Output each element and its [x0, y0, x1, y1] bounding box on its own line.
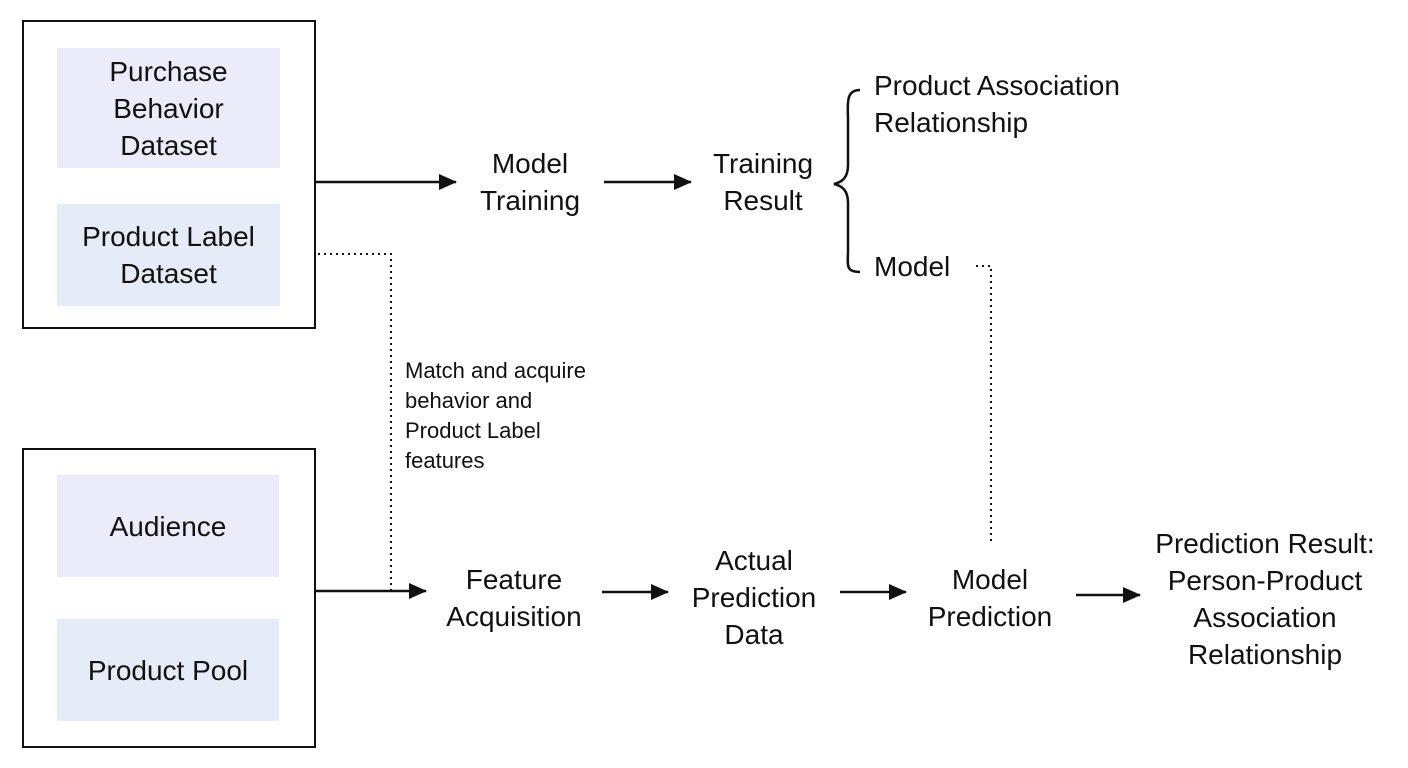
product-association-node: Product Association Relationship: [874, 70, 1120, 138]
prediction-result-node: Prediction Result: Person-Product Associ…: [1155, 528, 1375, 670]
training-result-node: Training Result: [712, 148, 814, 216]
product-pool-box: Product Pool: [57, 619, 279, 721]
model-prediction-node: Model Prediction: [927, 564, 1053, 632]
dotted-connector-model-to-prediction: [976, 265, 992, 545]
dotted-connector-match-features: [318, 253, 392, 591]
match-features-annotation: Match and acquire behavior and Product L…: [405, 358, 586, 473]
product-label-dataset-label: Product Label Dataset: [82, 221, 255, 289]
product-label-dataset: Product Label Dataset: [57, 204, 280, 306]
audience-label: Audience: [109, 510, 227, 542]
training-result-brace: [833, 88, 861, 274]
model-node: Model: [874, 251, 951, 282]
actual-prediction-data-node: Actual Prediction Data: [691, 545, 817, 650]
feature-acquisition-node: Feature Acquisition: [446, 564, 582, 632]
purchase-behavior-dataset-label: Purchase Behavior Dataset: [109, 55, 228, 161]
purchase-behavior-dataset: Purchase Behavior Dataset: [57, 48, 280, 168]
product-pool-label: Product Pool: [87, 654, 249, 686]
audience-box: Audience: [57, 475, 279, 577]
model-training-node: Model Training: [479, 148, 581, 216]
